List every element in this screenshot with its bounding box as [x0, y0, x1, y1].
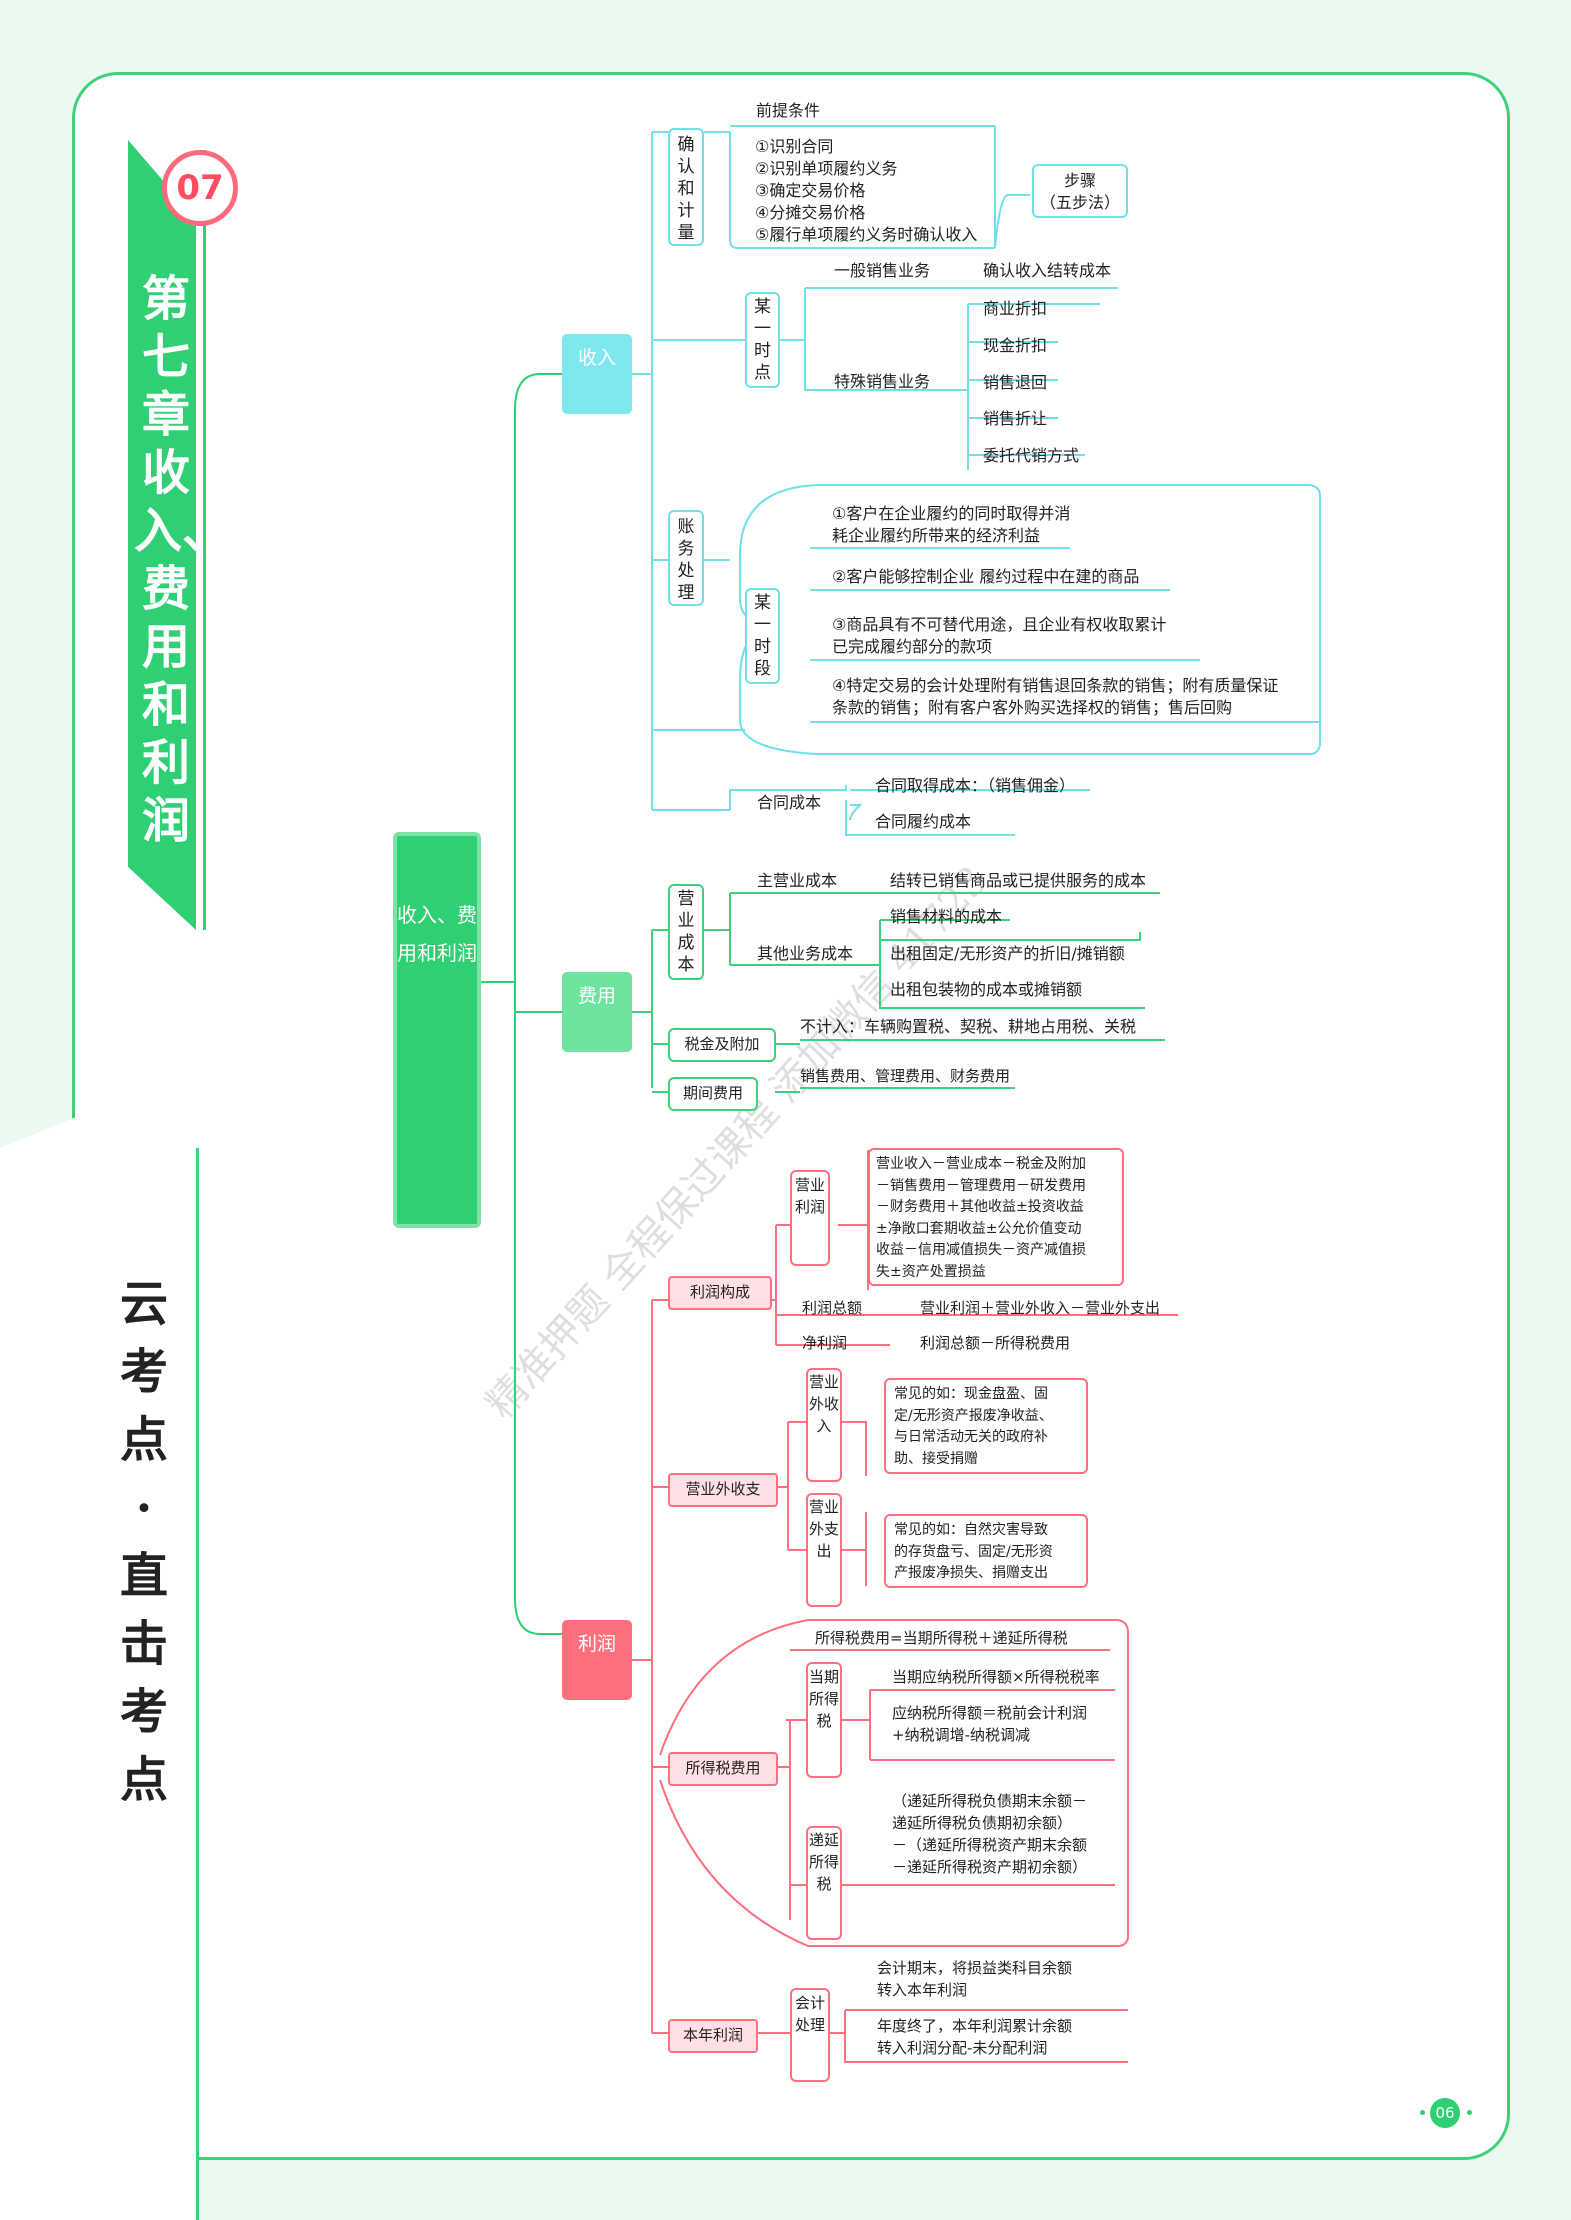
- special-sales: 特殊销售业务: [834, 372, 931, 391]
- over-time-4-line2: 条款的销售；附有客户客外购买选择权的销售；售后回购: [832, 698, 1233, 717]
- non-operating-expense-detail: 常见的如：自然灾害导致 的存货盘亏、固定/无形资 产报废净损失、捐赠支出: [884, 1514, 1088, 1588]
- deferred-line3: －（递延所得税资产期末余额: [892, 1836, 1088, 1854]
- deferred-line1: （递延所得税负债期末余额－: [892, 1792, 1088, 1810]
- other-cost-1: 销售材料的成本: [890, 907, 1003, 926]
- total-profit-label: 利润总额: [802, 1299, 863, 1317]
- node-accounting: 账务处理: [668, 510, 704, 606]
- node-tax: 税金及附加: [668, 1028, 776, 1062]
- over-time-4-line1: ④特定交易的会计处理附有销售退回条款的销售；附有质量保证: [832, 676, 1279, 695]
- page-number: 06: [1430, 2098, 1460, 2128]
- contract-cost-2: 合同履约成本: [875, 812, 972, 831]
- node-recognition: 确认和计量: [668, 128, 704, 246]
- formula-line-4: ±净敞口套期收益±公允价值变动: [876, 1220, 1082, 1237]
- node-point-in-time: 某一时点: [745, 292, 780, 388]
- non-operating-income-detail: 常见的如：现金盘盈、固 定/无形资产报废净收益、 与日常活动无关的政府补 助、接…: [884, 1378, 1088, 1474]
- branch-income: 收入: [562, 334, 632, 414]
- formula-line-3: －财务费用＋其他收益±投资收益: [876, 1199, 1084, 1215]
- noi-line-3: 与日常活动无关的政府补: [894, 1429, 1048, 1445]
- special-item-4: 销售折让: [983, 409, 1048, 428]
- special-item-2: 现金折扣: [983, 336, 1048, 355]
- general-sales-detail: 确认收入结转成本: [983, 261, 1112, 280]
- brand-title: 云考点·直击考点: [119, 1276, 168, 1808]
- step-5: ⑤履行单项履约义务时确认收入: [755, 225, 978, 244]
- noi-line-1: 常见的如：现金盘盈、固: [894, 1386, 1048, 1402]
- node-annual-profit: 本年利润: [668, 2019, 758, 2053]
- steps-label-line1: 步骤: [1063, 171, 1096, 190]
- node-non-operating-expense: 营业外支出: [806, 1493, 842, 1607]
- net-profit-label: 净利润: [802, 1334, 848, 1352]
- node-over-time: 某一时段: [745, 588, 780, 684]
- tax-detail: 不计入：车辆购置税、契税、耕地占用税、关税: [800, 1017, 1137, 1036]
- operating-profit-formula: 营业收入－营业成本－税金及附加 －销售费用－管理费用－研发费用 －财务费用＋其他…: [868, 1148, 1124, 1286]
- formula-line-2: －销售费用－管理费用－研发费用: [876, 1177, 1086, 1194]
- main-cost-detail: 结转已销售商品或已提供服务的成本: [890, 871, 1147, 890]
- taxable-income-line1: 应纳税所得额＝税前会计利润: [892, 1704, 1088, 1722]
- steps-label-line2: （五步法）: [1039, 193, 1120, 212]
- precondition-label: 前提条件: [756, 101, 821, 120]
- net-profit-formula: 利润总额－所得税费用: [920, 1334, 1071, 1352]
- node-non-operating-income: 营业外收入: [806, 1368, 842, 1482]
- chapter-title: 第七章 收入、费用和利润: [134, 271, 231, 849]
- current-tax-item: 当期应纳税所得额×所得税税率: [892, 1668, 1100, 1686]
- node-accounting-treatment: 会计处理: [790, 1988, 830, 2082]
- chapter-number-badge: 07: [162, 150, 238, 226]
- deferred-line2: 递延所得税负债期初余额）: [892, 1814, 1073, 1832]
- node-operating-profit: 营业利润: [790, 1170, 830, 1266]
- total-profit-formula: 营业利润＋营业外收入－营业外支出: [920, 1299, 1161, 1317]
- deferred-line4: －递延所得税资产期初余额）: [892, 1858, 1088, 1876]
- general-sales: 一般销售业务: [834, 261, 931, 280]
- steps-box: 步骤 （五步法）: [1032, 164, 1128, 218]
- income-tax-formula: 所得税费用=当期所得税＋递延所得税: [815, 1629, 1068, 1647]
- annual-item-1-line1: 会计期末，将损益类科目余额: [877, 1959, 1073, 1977]
- noe-line-3: 产报废净损失、捐赠支出: [894, 1565, 1048, 1581]
- formula-line-5: 收益－信用减值损失－资产减值损: [876, 1242, 1086, 1258]
- formula-line-1: 营业收入－营业成本－税金及附加: [876, 1156, 1086, 1172]
- ribbon-shadow: [135, 150, 206, 930]
- special-item-5: 委托代销方式: [983, 446, 1080, 465]
- noe-line-1: 常见的如：自然灾害导致: [894, 1522, 1048, 1538]
- node-non-operating: 营业外收支: [668, 1473, 778, 1507]
- page-dot-left: [1420, 2110, 1425, 2115]
- brand-panel: [0, 1068, 199, 2220]
- node-income-tax: 所得税费用: [668, 1752, 778, 1786]
- annual-item-2-line2: 转入利润分配-未分配利润: [877, 2039, 1048, 2057]
- other-cost: 其他业务成本: [757, 944, 854, 963]
- over-time-3-line2: 已完成履约部分的款项: [832, 637, 993, 656]
- page-dot-right: [1467, 2110, 1472, 2115]
- special-item-1: 商业折扣: [983, 299, 1048, 318]
- other-cost-3: 出租包装物的成本或摊销额: [890, 980, 1083, 999]
- formula-line-6: 失±资产处置损益: [876, 1263, 986, 1280]
- step-4: ④分摊交易价格: [755, 203, 866, 222]
- noe-line-2: 的存货盘亏、固定/无形资: [894, 1543, 1053, 1560]
- node-deferred-tax: 递延所得税: [806, 1826, 842, 1940]
- node-period-expense: 期间费用: [668, 1077, 758, 1111]
- taxable-income-line2: +纳税调增-纳税调减: [892, 1726, 1030, 1744]
- annual-item-2-line1: 年度终了，本年利润累计余额: [877, 2017, 1073, 2035]
- branch-expense: 费用: [562, 972, 632, 1052]
- over-time-1-line1: ①客户在企业履约的同时取得并消: [832, 504, 1071, 523]
- branch-profit: 利润: [562, 1620, 632, 1700]
- chapter-ribbon: [128, 140, 196, 930]
- node-current-tax: 当期所得税: [806, 1662, 842, 1778]
- node-profit-composition: 利润构成: [668, 1276, 772, 1310]
- noi-line-4: 助、接受捐赠: [894, 1450, 978, 1467]
- over-time-2: ②客户能够控制企业 履约过程中在建的商品: [832, 567, 1140, 586]
- contract-cost: 合同成本: [757, 793, 822, 812]
- root-node: 收入、费用和利润: [393, 832, 481, 1228]
- special-item-3: 销售退回: [983, 373, 1048, 392]
- step-2: ②识别单项履约义务: [755, 159, 898, 178]
- period-detail: 销售费用、管理费用、财务费用: [800, 1067, 1011, 1085]
- over-time-3-line1: ③商品具有不可替代用途，且企业有权收取累计: [832, 615, 1167, 634]
- over-time-1-line2: 耗企业履约所带来的经济利益: [832, 526, 1041, 545]
- step-3: ③确定交易价格: [755, 181, 866, 200]
- other-cost-2: 出租固定/无形资产的折旧/摊销额: [890, 944, 1125, 963]
- step-1: ①识别合同: [755, 137, 834, 156]
- noi-line-2: 定/无形资产报废净收益、: [894, 1407, 1053, 1424]
- contract-cost-1: 合同取得成本：（销售佣金）: [875, 776, 1076, 795]
- annual-item-1-line2: 转入本年利润: [877, 1981, 968, 1999]
- node-operating-cost: 营业成本: [668, 884, 704, 980]
- main-cost: 主营业成本: [757, 871, 838, 890]
